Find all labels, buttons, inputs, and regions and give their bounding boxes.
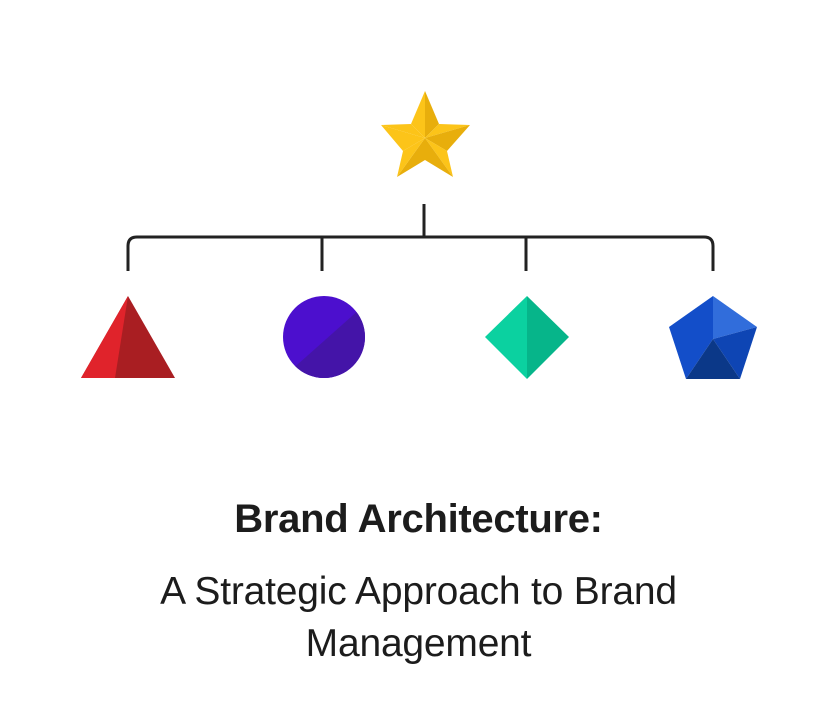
diagram-title: Brand Architecture: [234,497,603,541]
pentagon-icon [669,296,757,379]
circle-icon [283,296,365,378]
diagram-subtitle: A Strategic Approach to Brand Management [160,570,677,665]
diamond-icon [485,296,569,379]
hierarchy-connectors [126,204,715,271]
triangle-icon [81,296,175,378]
star-icon [381,91,470,177]
